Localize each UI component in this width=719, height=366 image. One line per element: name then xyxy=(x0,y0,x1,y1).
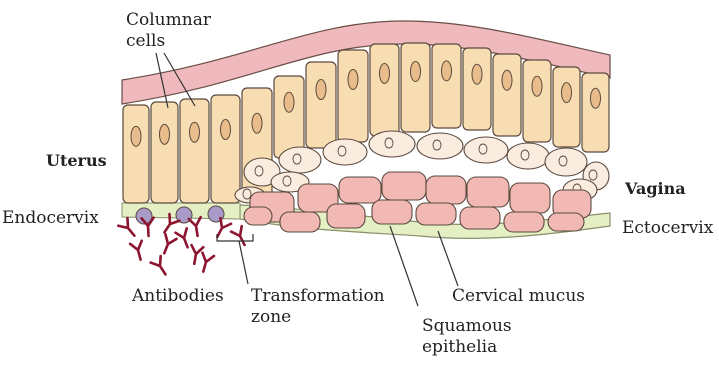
columnar-cell xyxy=(432,44,461,128)
squamous-cell xyxy=(504,212,544,232)
squamous-surface-cell xyxy=(369,131,415,157)
antibody xyxy=(189,217,204,237)
leader-cervical-mucus xyxy=(438,231,458,286)
columnar-cell xyxy=(401,43,430,132)
antibody xyxy=(118,218,139,240)
antibody xyxy=(231,226,250,247)
columnar-nucleus xyxy=(532,76,542,96)
squamous-cell xyxy=(280,212,320,232)
columnar-cell xyxy=(338,50,368,142)
antibody-shape xyxy=(188,245,203,265)
label-ectocervix: Ectocervix xyxy=(622,218,713,239)
columnar-nucleus xyxy=(316,80,326,100)
columnar-nucleus xyxy=(190,122,200,142)
columnar-nucleus xyxy=(252,113,262,133)
squamous-surface-cell xyxy=(545,148,587,176)
label-transformation-line2: zone xyxy=(251,307,385,328)
squamous-cell xyxy=(244,207,272,225)
squamous-cell xyxy=(467,177,509,207)
squamous-surface-cell xyxy=(417,133,463,159)
columnar-nucleus xyxy=(380,63,390,83)
antibody-shape xyxy=(197,253,213,274)
antibody-shape xyxy=(151,256,171,278)
squamous-cell xyxy=(460,207,500,229)
columnar-nucleus xyxy=(562,83,572,103)
squamous-cell xyxy=(327,204,365,228)
antibody xyxy=(197,253,213,274)
columnar-cell xyxy=(306,62,336,148)
columnar-nucleus xyxy=(221,120,231,140)
antibody-shape xyxy=(231,226,250,247)
squamous-cell xyxy=(416,203,456,225)
antibody xyxy=(188,245,203,265)
squamous-cell xyxy=(382,172,426,200)
columnar-cell xyxy=(493,54,521,136)
label-transformation-zone: Transformation zone xyxy=(251,286,385,328)
label-transformation-line1: Transformation xyxy=(251,286,385,307)
squamous-cell xyxy=(426,176,466,204)
antibody-shape xyxy=(189,217,204,237)
columnar-nucleus xyxy=(502,70,512,90)
columnar-nucleus xyxy=(411,61,421,81)
columnar-cell xyxy=(553,67,580,147)
columnar-cell xyxy=(523,60,551,142)
columnar-cell xyxy=(180,99,209,203)
antibody-shape xyxy=(176,228,194,249)
label-antibodies: Antibodies xyxy=(132,286,224,307)
columnar-cell xyxy=(463,48,491,130)
transformation-zone-bracket xyxy=(217,234,253,241)
columnar-nucleus xyxy=(472,64,482,84)
antibody xyxy=(159,234,177,255)
label-columnar-line1: Columnar xyxy=(126,10,211,31)
columnar-nucleus xyxy=(284,92,294,112)
label-squamous-line2: epithelia xyxy=(422,337,512,358)
antibody xyxy=(151,256,171,278)
label-squamous-line1: Squamous xyxy=(422,316,512,337)
squamous-cell xyxy=(548,213,584,231)
antibody-shape xyxy=(159,234,177,255)
label-uterus: Uterus xyxy=(46,150,107,171)
squamous-cell xyxy=(510,183,550,213)
antibody xyxy=(130,241,146,261)
antibody xyxy=(176,228,194,249)
label-squamous-epithelia: Squamous epithelia xyxy=(422,316,512,358)
leader-squamous-epithelia xyxy=(390,226,418,306)
label-vagina: Vagina xyxy=(625,178,686,199)
squamous-surface-cell xyxy=(464,137,508,163)
columnar-cell xyxy=(370,44,399,136)
antibody-shape xyxy=(118,218,139,240)
squamous-surface-cell xyxy=(507,143,549,169)
label-endocervix: Endocervix xyxy=(2,208,99,229)
columnar-nucleus xyxy=(348,69,358,89)
columnar-nucleus xyxy=(131,126,141,146)
squamous-cell xyxy=(372,200,412,224)
label-columnar-line2: cells xyxy=(126,31,211,52)
columnar-nucleus xyxy=(591,88,601,108)
columnar-cell xyxy=(151,102,178,203)
columnar-nucleus xyxy=(442,61,452,81)
columnar-nucleus xyxy=(160,124,170,144)
label-columnar-cells: Columnar cells xyxy=(126,10,211,52)
squamous-cell xyxy=(339,177,381,203)
squamous-surface-cell xyxy=(323,139,367,165)
columnar-cell xyxy=(211,95,240,203)
columnar-cell xyxy=(123,105,149,203)
columnar-cell xyxy=(582,73,609,152)
label-cervical-mucus: Cervical mucus xyxy=(452,286,585,307)
squamous-surface-cell xyxy=(279,147,321,173)
leader-transformation-zone xyxy=(239,241,248,284)
columnar-cell xyxy=(274,76,304,158)
antibody-shape xyxy=(130,241,146,261)
